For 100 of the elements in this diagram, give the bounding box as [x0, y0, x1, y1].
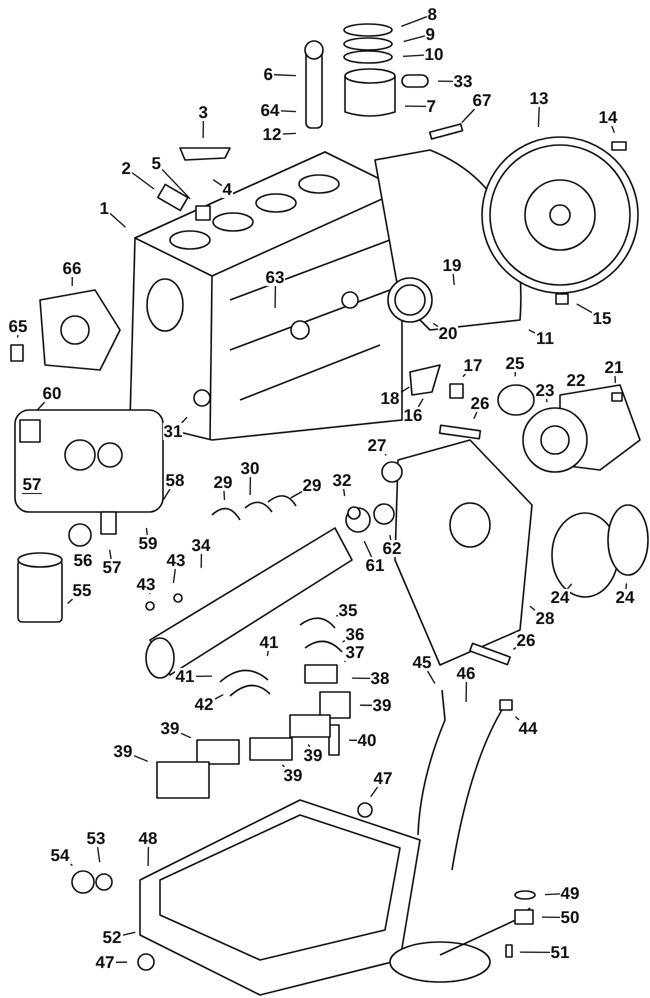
callout-number: 54: [50, 846, 70, 864]
leader-line: [16, 334, 18, 338]
leader-line: [432, 322, 438, 328]
callout-number: 18: [380, 390, 400, 406]
callout-number: 48: [138, 830, 158, 846]
leader-line: [67, 598, 74, 604]
callout-number: 45: [412, 654, 432, 670]
leader-line: [134, 755, 148, 762]
callout-number: 13: [528, 90, 550, 106]
callout-number: 40: [356, 732, 378, 748]
callout-number: 56: [72, 552, 94, 568]
callout-number: 26: [470, 394, 490, 412]
callout-number: 61: [364, 556, 386, 574]
callout-number: 17: [462, 356, 484, 374]
callout-number: 36: [344, 626, 366, 642]
leader-line: [461, 108, 476, 124]
callout-number: 66: [62, 260, 82, 276]
leader-line: [223, 490, 226, 500]
leader-line: [162, 168, 191, 200]
callout-number: 9: [424, 26, 436, 42]
callout-number: 2: [120, 160, 132, 176]
callout-number: 39: [302, 746, 324, 764]
callout-number: 19: [442, 256, 462, 274]
leader-line: [249, 476, 252, 496]
callout-number: 10: [424, 46, 444, 62]
leader-line: [528, 329, 536, 334]
leader-line: [132, 172, 154, 190]
leader-line: [343, 488, 346, 496]
callout-number: 49: [560, 884, 580, 902]
callout-number: 41: [174, 668, 196, 684]
leader-line: [542, 916, 560, 918]
leader-line: [202, 120, 204, 138]
callout-number: 27: [366, 436, 388, 454]
leader-line: [405, 105, 426, 108]
leader-line: [108, 550, 112, 560]
callout-number: 38: [370, 670, 390, 686]
leader-line: [426, 670, 436, 684]
leader-line: [544, 893, 560, 896]
callout-number: 44: [518, 720, 538, 736]
leader-line: [308, 744, 310, 748]
callout-number: 32: [332, 472, 352, 488]
leader-line: [96, 846, 100, 862]
callout-number: 43: [166, 552, 186, 568]
leader-line: [401, 16, 428, 27]
callout-number: 6: [262, 66, 274, 82]
leader-line: [70, 863, 73, 866]
leader-line: [418, 398, 424, 408]
leader-line: [400, 386, 410, 393]
callout-number: 57: [102, 558, 122, 576]
callout-number: 65: [8, 318, 28, 334]
callout-number: 21: [604, 358, 624, 376]
callout-number: 52: [102, 928, 122, 946]
leader-line: [438, 80, 454, 82]
leader-line: [370, 786, 378, 798]
callout-number: 20: [438, 324, 458, 342]
callout-number: 47: [372, 770, 394, 786]
callout-number: 16: [402, 406, 424, 424]
leader-line: [266, 650, 269, 656]
callout-number: 46: [456, 664, 476, 682]
leader-line: [336, 614, 338, 617]
callout-number: 37: [344, 644, 366, 660]
leader-line: [200, 554, 202, 568]
leader-line: [146, 528, 148, 536]
leader-line: [384, 454, 387, 456]
leader-line: [576, 303, 592, 314]
leader-line: [360, 704, 372, 706]
callout-number: 39: [372, 696, 392, 714]
leader-line: [452, 274, 455, 286]
callout-number: 42: [194, 696, 214, 712]
leader-line: [122, 932, 136, 936]
leader-line: [614, 376, 616, 384]
leader-line: [274, 74, 296, 76]
callout-number: 26: [516, 632, 536, 648]
leader-line: [473, 412, 478, 420]
callout-number: 60: [42, 384, 62, 402]
callout-number: 14: [598, 108, 618, 126]
leader-line: [196, 675, 212, 678]
callout-number: 29: [212, 474, 234, 490]
leader-line: [172, 568, 176, 584]
callout-number: 22: [566, 372, 586, 388]
leader-line: [349, 740, 357, 741]
callout-number: 24: [550, 588, 570, 606]
callout-number: 35: [338, 602, 358, 618]
callout-number: 25: [504, 354, 526, 372]
callout-number: 8: [426, 6, 438, 22]
leader-line: [625, 583, 628, 590]
callout-number: 41: [258, 634, 280, 650]
leader-line: [546, 398, 548, 402]
leader-line: [566, 583, 572, 590]
callout-number: 39: [112, 742, 134, 760]
callout-number: 63: [264, 268, 286, 286]
callout-number: 67: [472, 92, 492, 108]
callout-number: 51: [550, 944, 570, 960]
leader-line: [290, 490, 302, 499]
callout-number: 1: [98, 200, 110, 216]
callout-number: 64: [260, 102, 280, 118]
leader-line: [212, 179, 222, 186]
leader-line: [465, 682, 468, 702]
leader-line: [116, 962, 127, 963]
leader-line: [110, 212, 126, 228]
